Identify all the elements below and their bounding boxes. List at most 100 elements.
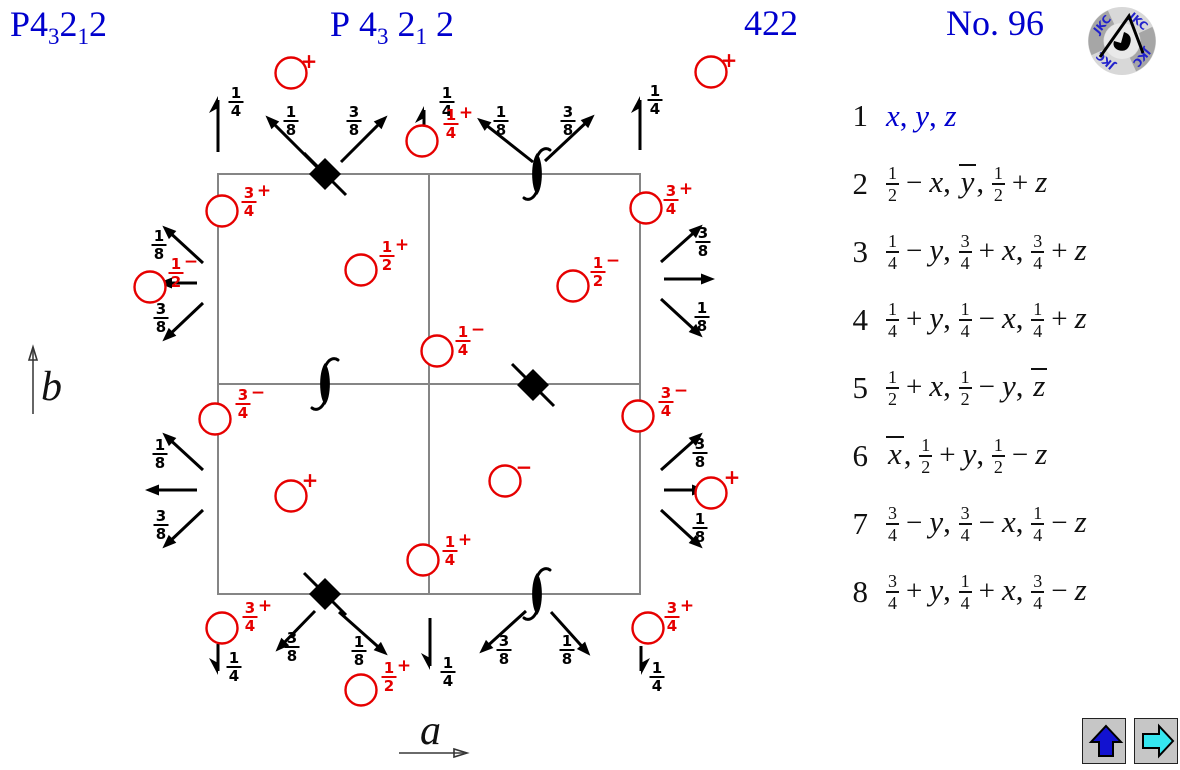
axis-height-label: 18 bbox=[152, 436, 168, 472]
svg-text:1: 1 bbox=[155, 436, 165, 454]
svg-text:8: 8 bbox=[563, 121, 573, 139]
svg-text:3: 3 bbox=[349, 103, 359, 121]
svg-text:3: 3 bbox=[661, 384, 671, 402]
svg-text:8: 8 bbox=[156, 525, 166, 543]
svg-text:4: 4 bbox=[666, 200, 676, 218]
axis-height-label: 14 bbox=[439, 84, 455, 120]
atom-sign-label: + bbox=[458, 530, 472, 550]
svg-text:3: 3 bbox=[698, 224, 708, 242]
axis-height-label: 14 bbox=[647, 82, 663, 118]
svg-text:4: 4 bbox=[229, 667, 239, 685]
atom-sign-label: + bbox=[680, 596, 694, 616]
atom-circle bbox=[488, 464, 522, 498]
svg-text:1: 1 bbox=[496, 103, 506, 121]
arrow-head bbox=[373, 115, 388, 130]
b-axis-arrow-label: b bbox=[41, 364, 62, 410]
arrow-head bbox=[688, 534, 703, 549]
atom-height-label: 14 bbox=[443, 106, 459, 142]
atom-circle bbox=[694, 55, 728, 89]
twofold-axis-arrow bbox=[481, 609, 528, 652]
a-axis-arrow-label: a bbox=[420, 708, 441, 754]
nav-next-button[interactable] bbox=[1134, 718, 1178, 764]
atom-sign-label: − bbox=[606, 251, 620, 271]
atom-circle bbox=[274, 56, 308, 90]
position-number: 2 bbox=[852, 166, 869, 201]
jkc-logo[interactable]: JKC JKC JKC JKC bbox=[1084, 5, 1160, 77]
axis-height-label: 38 bbox=[153, 300, 169, 336]
two-one-screw-axis-icon bbox=[310, 357, 340, 411]
svg-text:8: 8 bbox=[698, 242, 708, 260]
svg-text:4: 4 bbox=[667, 617, 677, 635]
atom-circle bbox=[621, 399, 655, 433]
arrow-head bbox=[162, 327, 177, 342]
svg-text:1: 1 bbox=[593, 254, 603, 272]
twofold-axis-arrow bbox=[480, 119, 534, 164]
svg-text:1: 1 bbox=[382, 238, 392, 256]
atom-circle bbox=[205, 194, 239, 228]
arrow-head bbox=[415, 106, 424, 123]
right-arrow-icon bbox=[1141, 722, 1174, 759]
atom-circle bbox=[556, 269, 590, 303]
svg-text:8: 8 bbox=[697, 317, 707, 335]
arrow-head bbox=[373, 641, 388, 656]
svg-text:1: 1 bbox=[286, 103, 296, 121]
svg-text:8: 8 bbox=[496, 121, 506, 139]
atom-height-label: 14 bbox=[455, 323, 471, 359]
arrow-head bbox=[145, 484, 159, 496]
svg-text:1: 1 bbox=[443, 654, 453, 672]
arrow-head bbox=[421, 653, 430, 670]
svg-text:4: 4 bbox=[650, 100, 660, 118]
svg-text:3: 3 bbox=[156, 300, 166, 318]
svg-text:4: 4 bbox=[442, 102, 452, 120]
svg-text:4: 4 bbox=[661, 402, 671, 420]
svg-text:4: 4 bbox=[443, 672, 453, 690]
svg-text:8: 8 bbox=[286, 121, 296, 139]
b-axis-arrow-head bbox=[27, 344, 39, 361]
atom-height-label: 12 bbox=[379, 238, 395, 274]
svg-text:3: 3 bbox=[695, 435, 705, 453]
svg-text:8: 8 bbox=[155, 454, 165, 472]
atom-circle bbox=[694, 476, 728, 510]
svg-text:3: 3 bbox=[245, 599, 255, 617]
atom-sign-label: + bbox=[257, 181, 271, 201]
svg-text:3: 3 bbox=[244, 184, 254, 202]
atom-height-label: 34 bbox=[242, 599, 258, 635]
position-number: 8 bbox=[852, 574, 869, 609]
twofold-axis-arrow bbox=[338, 610, 385, 654]
position-number: 3 bbox=[852, 234, 869, 269]
nav-up-button[interactable] bbox=[1082, 718, 1126, 764]
arrow-head bbox=[688, 432, 703, 447]
atom-sign-label: + bbox=[395, 235, 409, 255]
axis-height-label: 18 bbox=[692, 510, 708, 546]
arrow-head bbox=[580, 114, 595, 129]
svg-text:3: 3 bbox=[156, 507, 166, 525]
svg-text:4: 4 bbox=[458, 341, 468, 359]
spacegroup-number-label: No. 96 bbox=[946, 3, 1044, 43]
arrow-head bbox=[275, 637, 290, 652]
svg-text:2: 2 bbox=[593, 272, 603, 290]
symbol-lattice: P bbox=[10, 4, 31, 44]
svg-text:8: 8 bbox=[562, 650, 572, 668]
atom-sign-label: + bbox=[721, 48, 738, 72]
atom-height-label: 12 bbox=[590, 254, 606, 290]
svg-text:4: 4 bbox=[238, 404, 248, 422]
position-number: 5 bbox=[852, 370, 869, 405]
atom-sign-label: + bbox=[459, 103, 473, 123]
atom-height-label: 12 bbox=[381, 659, 397, 695]
axis-height-label: 38 bbox=[695, 224, 711, 260]
arrow-head bbox=[265, 115, 280, 130]
arrow-head bbox=[631, 96, 640, 113]
axis-height-label: 38 bbox=[560, 103, 576, 139]
atom-circle bbox=[274, 479, 308, 513]
svg-text:8: 8 bbox=[695, 453, 705, 471]
a-axis-arrow-head bbox=[453, 747, 470, 759]
svg-text:4: 4 bbox=[446, 124, 456, 142]
svg-text:1: 1 bbox=[458, 323, 468, 341]
